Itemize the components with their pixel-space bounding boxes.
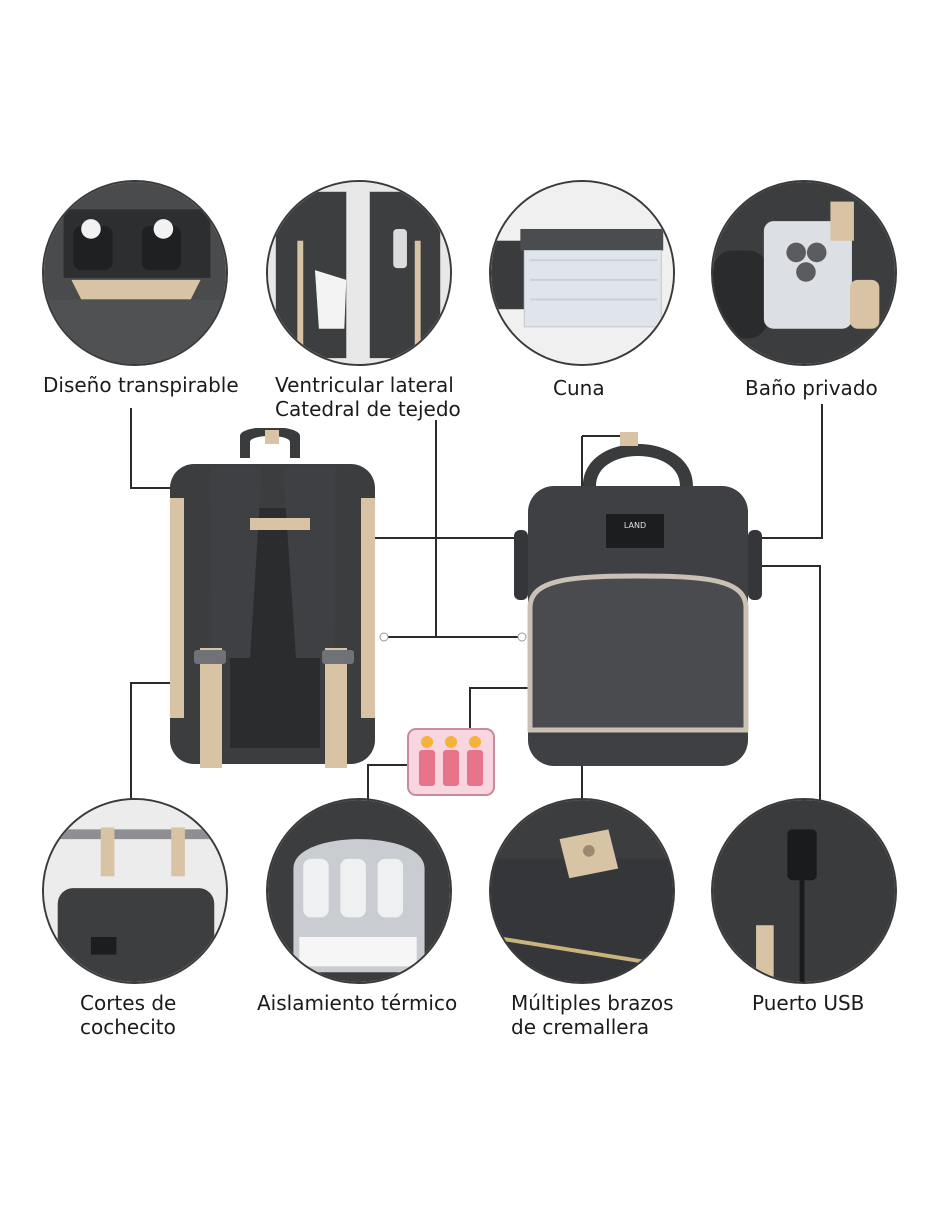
label-stroller-straps: Cortes de cochecito	[80, 991, 177, 1039]
breathable-design-photo	[42, 180, 228, 366]
usb-port-photo	[711, 798, 897, 984]
thermal-insulation-photo	[266, 798, 452, 984]
label-zipper-arms: Múltiples brazos de cremallera	[511, 991, 674, 1039]
brand-badge-text: LAND	[624, 521, 646, 530]
side-pockets-photo	[266, 180, 452, 366]
label-usb-port: Puerto USB	[752, 991, 865, 1015]
insulation-icon	[407, 728, 495, 796]
label-thermal-insulation: Aislamiento térmico	[257, 991, 458, 1015]
label-breathable-design: Diseño transpirable	[43, 373, 239, 397]
zipper-arms-photo	[489, 798, 675, 984]
label-side-pockets: Ventricular lateral Catedral de tejedo	[275, 373, 461, 421]
stroller-straps-photo	[42, 798, 228, 984]
crib-photo	[489, 180, 675, 366]
private-pocket-photo	[711, 180, 897, 366]
label-private-pocket: Baño privado	[745, 376, 878, 400]
label-crib: Cuna	[553, 376, 605, 400]
backpack-front-view: LAND	[508, 430, 768, 775]
backpack-back-view	[150, 428, 395, 773]
